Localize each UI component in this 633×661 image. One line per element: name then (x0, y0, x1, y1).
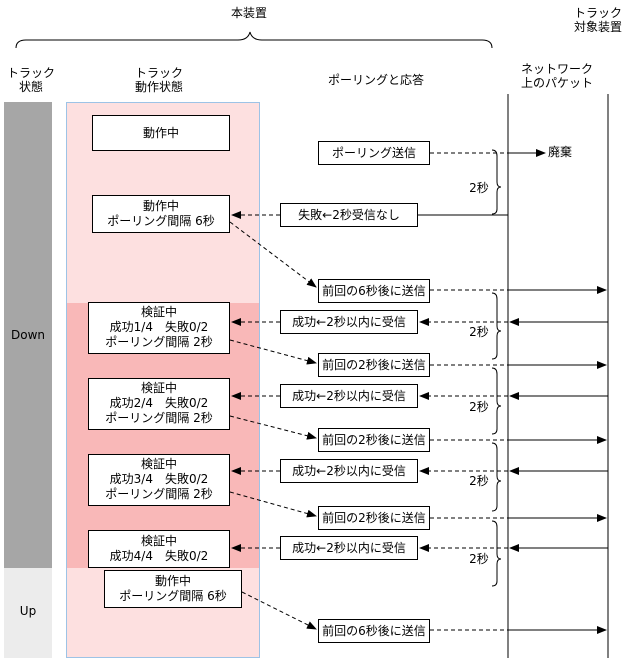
op-box-3-line-1: 検証中 (140, 305, 177, 319)
device-label: 本装置 (230, 6, 267, 20)
op-box-4-line-3: ポーリング間隔 2秒 (105, 411, 213, 425)
network-header-line2: 上のパケット (520, 76, 593, 90)
poll-send-box-6: 前回の6秒後に送信 (318, 619, 430, 643)
interval-brace-1 (491, 149, 502, 215)
op-state-box-4: 検証中 成功2/4 失敗0/2 ポーリング間隔 2秒 (88, 378, 230, 430)
op-state-box-6: 検証中 成功4/4 失敗0/2 (88, 530, 230, 568)
polling-header: ポーリングと応答 (327, 73, 424, 87)
state-up-label: Up (19, 604, 37, 618)
poll-send-box-5: 前回の2秒後に送信 (318, 506, 430, 530)
op-box-7-line-1: 動作中 (154, 574, 191, 588)
poll-success-box-4: 成功←2秒以内に受信 (280, 536, 418, 560)
op-box-3-line-2: 成功1/4 失敗0/2 (109, 320, 209, 334)
op-box-4-line-1: 検証中 (140, 381, 177, 395)
op-box-6-line-1: 検証中 (140, 534, 177, 548)
network-header-line1: ネットワーク (520, 62, 593, 76)
op-box-2-line-1: 動作中 (142, 199, 179, 213)
op-box-2-line-2: ポーリング間隔 6秒 (107, 214, 215, 228)
op-state-header-line2: 動作状態 (134, 80, 183, 94)
op-state-box-2: 動作中 ポーリング間隔 6秒 (92, 195, 230, 233)
op-state-box-1: 動作中 (92, 115, 230, 151)
op-box-6-line-2: 成功4/4 失敗0/2 (109, 549, 209, 563)
diag-state7-send (241, 591, 317, 630)
poll-send-box-4: 前回の2秒後に送信 (318, 428, 430, 452)
poll-success-box-3: 成功←2秒以内に受信 (280, 459, 418, 483)
state-down-label: Down (10, 328, 45, 342)
op-box-4-line-2: 成功2/4 失敗0/2 (109, 396, 209, 410)
diag-state5-send (229, 491, 317, 518)
track-state-up-bar (4, 568, 52, 658)
interval-label-2: 2秒 (469, 325, 489, 339)
poll-fail-box: 失敗←2秒受信なし (280, 203, 418, 227)
poll-send-box-2: 前回の6秒後に送信 (318, 279, 430, 303)
interval-label-3: 2秒 (469, 400, 489, 414)
interval-brace-2 (491, 292, 502, 360)
discard-label: 廃棄 (548, 145, 573, 159)
interval-brace-4 (491, 442, 502, 512)
track-state-down-bar (4, 102, 52, 568)
device-bracket (15, 31, 493, 49)
poll-success-box-1: 成功←2秒以内に受信 (280, 310, 418, 334)
diag-state4-send (229, 415, 317, 440)
interval-label-4: 2秒 (469, 474, 489, 488)
op-box-7-line-2: ポーリング間隔 6秒 (119, 589, 227, 603)
op-state-box-5: 検証中 成功3/4 失敗0/2 ポーリング間隔 2秒 (88, 454, 230, 506)
op-box-3-line-3: ポーリング間隔 2秒 (105, 335, 213, 349)
interval-brace-5 (491, 520, 502, 587)
interval-brace-3 (491, 367, 502, 435)
op-box-5-line-1: 検証中 (140, 457, 177, 471)
poll-success-box-2: 成功←2秒以内に受信 (280, 384, 418, 408)
poll-send-box-3: 前回の2秒後に送信 (318, 353, 430, 377)
op-state-header-line1: トラック (134, 66, 183, 80)
interval-label-1: 2秒 (469, 181, 489, 195)
op-state-box-7: 動作中 ポーリング間隔 6秒 (104, 570, 242, 608)
track-state-header-line2: 状態 (18, 80, 43, 94)
op-box-5-line-3: ポーリング間隔 2秒 (105, 487, 213, 501)
track-state-header-line1: トラック (6, 66, 55, 80)
target-label-line1: トラック (573, 6, 622, 20)
diag-state2-send (229, 221, 317, 288)
op-state-box-3: 検証中 成功1/4 失敗0/2 ポーリング間隔 2秒 (88, 302, 230, 354)
interval-label-5: 2秒 (469, 552, 489, 566)
op-box-5-line-2: 成功3/4 失敗0/2 (109, 472, 209, 486)
poll-send-box: ポーリング送信 (318, 141, 430, 165)
target-label-line2: 対象装置 (573, 20, 622, 34)
op-state-column-frame (66, 102, 260, 658)
diag-state3-send (229, 339, 317, 365)
op-box-1-line-1: 動作中 (142, 126, 179, 140)
